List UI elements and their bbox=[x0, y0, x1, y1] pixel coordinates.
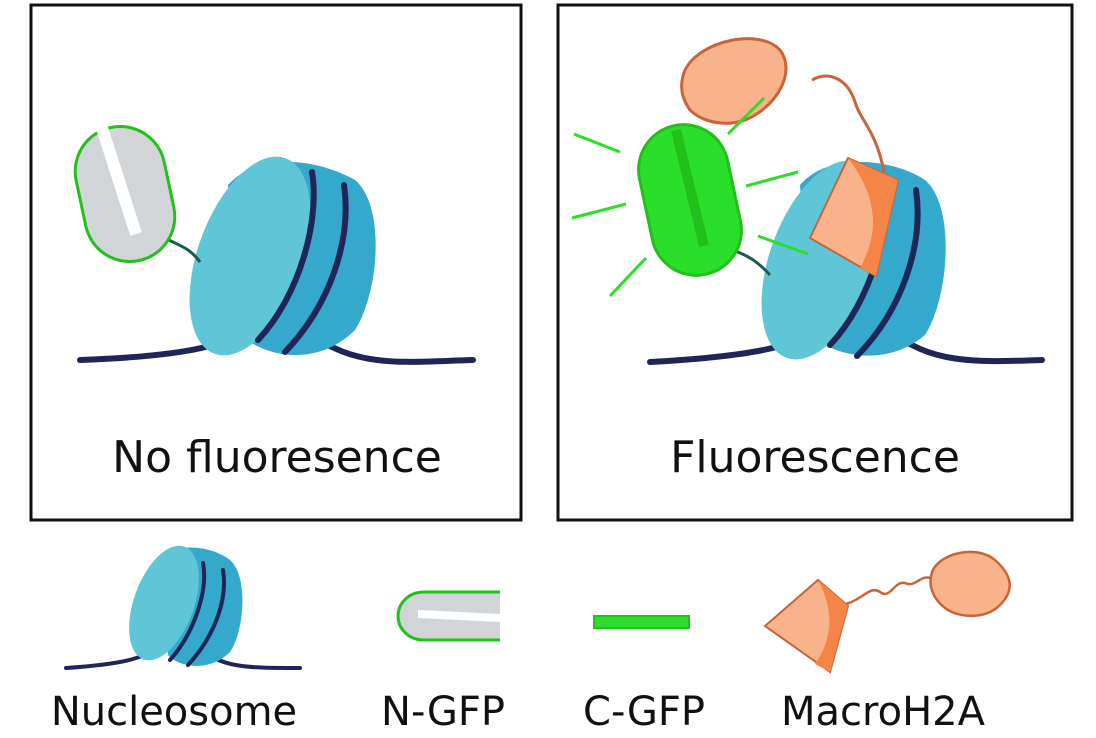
legend-macroh2a-icon bbox=[763, 550, 1011, 674]
legend-ngfp-icon bbox=[396, 590, 501, 642]
left-nucleosome bbox=[77, 156, 476, 365]
legend-ngfp-label: N-GFP bbox=[381, 689, 505, 734]
right-panel-caption: Fluorescence bbox=[670, 432, 960, 483]
left-ngfp bbox=[73, 125, 202, 263]
legend-cgfp-label: C-GFP bbox=[583, 689, 705, 734]
right-macroh2a bbox=[680, 37, 900, 278]
legend-nucleosome-label: Nucleosome bbox=[51, 689, 297, 734]
legend-cgfp-icon bbox=[593, 615, 690, 629]
right-gfp-complex bbox=[571, 96, 809, 298]
legend-nucleosome-icon bbox=[64, 545, 302, 670]
left-panel-caption: No fluoresence bbox=[112, 432, 442, 483]
legend-macroh2a-label: MacroH2A bbox=[781, 689, 986, 734]
